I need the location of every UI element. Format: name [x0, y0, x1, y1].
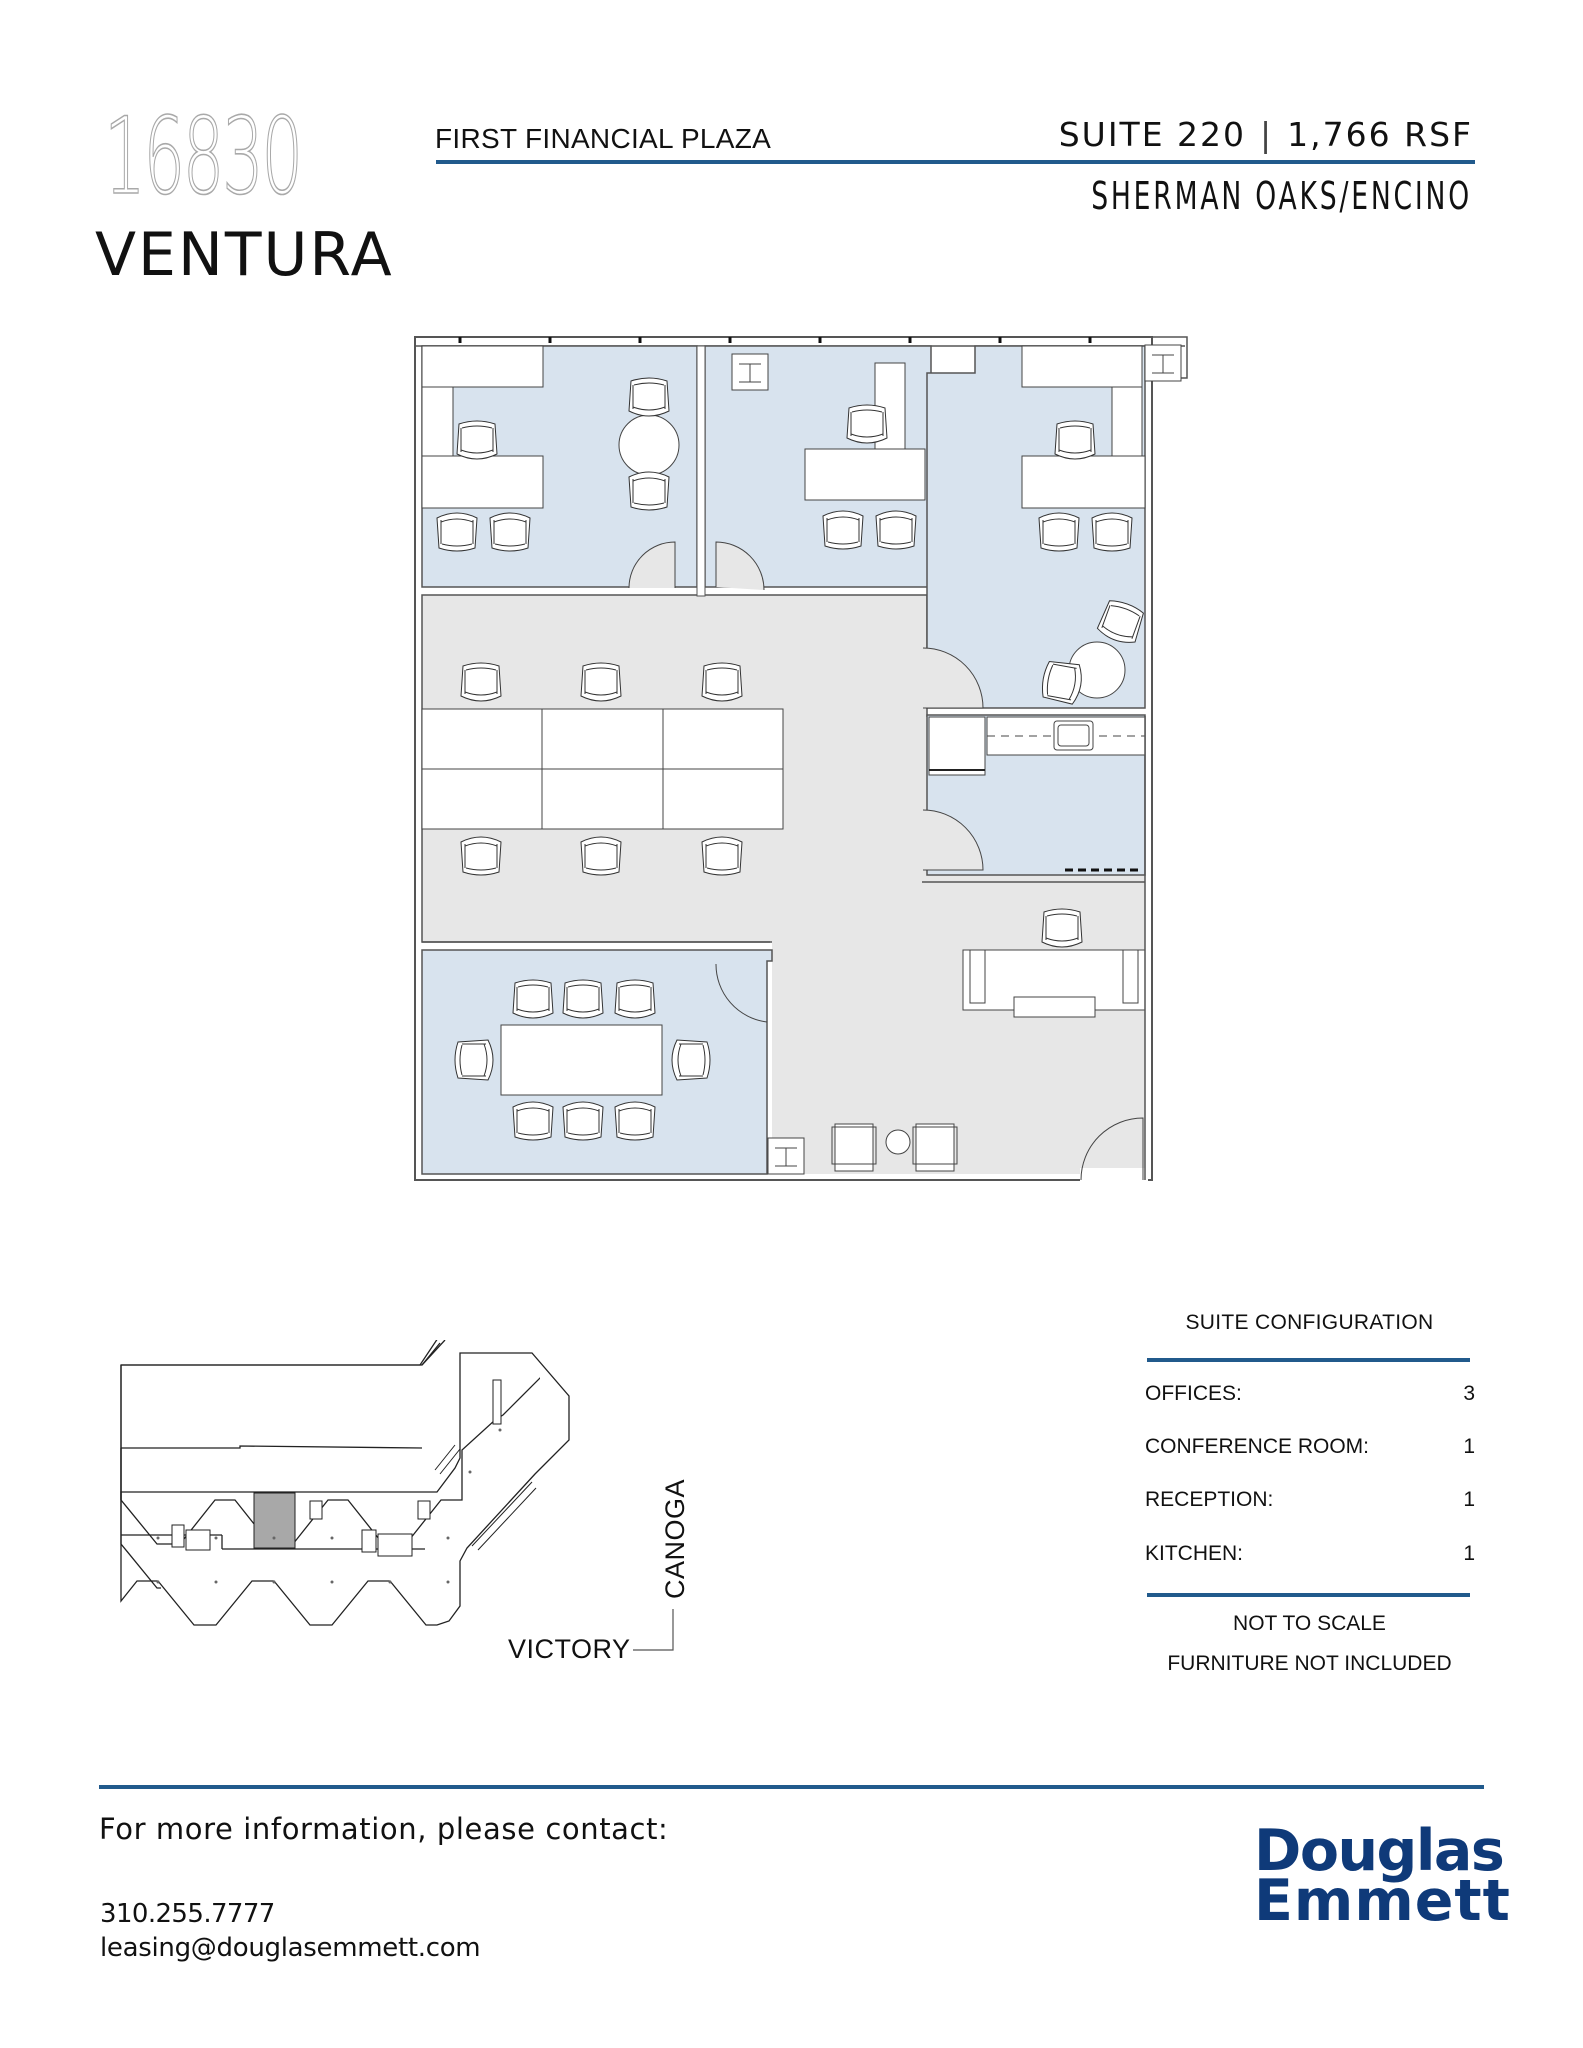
- suite-info: SUITE 220 | 1,766 RSF: [1059, 116, 1473, 154]
- logo-line-2: Emmett: [1254, 1868, 1511, 1934]
- header-divider: [436, 160, 1475, 164]
- config-value: 1: [1463, 1542, 1475, 1565]
- lounge-seating: [831, 1123, 958, 1172]
- config-divider-bottom: [1147, 1593, 1470, 1597]
- refrigerator: [928, 716, 986, 776]
- note-not-to-scale: NOT TO SCALE: [1233, 1612, 1386, 1635]
- douglas-emmett-logo: Douglas Emmett: [1254, 1818, 1511, 1934]
- reception-area: [772, 882, 1145, 1174]
- building-name: FIRST FINANCIAL PLAZA: [435, 123, 772, 154]
- config-row-conference-room: CONFERENCE ROOM: 1: [1145, 1434, 1475, 1460]
- config-value: 3: [1463, 1382, 1475, 1405]
- config-label: KITCHEN:: [1145, 1542, 1244, 1565]
- config-value: 1: [1463, 1435, 1475, 1458]
- address-number: 16830: [104, 95, 304, 218]
- key-plan-building: [120, 1352, 570, 1626]
- workstations: [421, 708, 784, 830]
- suite-area: 1,766 RSF: [1287, 115, 1473, 154]
- submarket: SHERMAN OAKS/ENCINO: [1091, 174, 1472, 218]
- street-label-victory: VICTORY: [508, 1634, 631, 1664]
- address-street: VENTURA: [95, 220, 394, 290]
- config-label: CONFERENCE ROOM:: [1145, 1435, 1370, 1458]
- contact-heading: For more information, please contact:: [99, 1812, 669, 1846]
- suite-separator: |: [1260, 115, 1274, 154]
- config-value: 1: [1463, 1488, 1475, 1511]
- suite-configuration-title: SUITE CONFIGURATION: [1185, 1311, 1434, 1334]
- config-row-kitchen: KITCHEN: 1: [1145, 1541, 1475, 1567]
- logo-line-1: Douglas: [1254, 1818, 1505, 1884]
- suite-number: SUITE 220: [1058, 115, 1247, 154]
- contact-email[interactable]: leasing@douglasemmett.com: [100, 1933, 481, 1963]
- suite-highlight: [253, 1492, 296, 1549]
- config-row-reception: RECEPTION: 1: [1145, 1487, 1475, 1513]
- config-label: OFFICES:: [1145, 1382, 1242, 1405]
- config-row-offices: OFFICES: 3: [1145, 1381, 1475, 1407]
- footer-divider: [99, 1785, 1484, 1789]
- reception-desk: [962, 949, 1146, 1018]
- config-label: RECEPTION:: [1145, 1488, 1274, 1511]
- contact-phone[interactable]: 310.255.7777: [100, 1899, 275, 1929]
- floor-plan: [414, 336, 1188, 1184]
- window-mullions: [458, 337, 1092, 343]
- street-bracket: [633, 1609, 674, 1651]
- street-label-canoga: CANOGA: [660, 1478, 690, 1599]
- config-divider-top: [1147, 1358, 1470, 1362]
- note-furniture-not-included: FURNITURE NOT INCLUDED: [1167, 1652, 1452, 1675]
- conference-table: [500, 1024, 663, 1096]
